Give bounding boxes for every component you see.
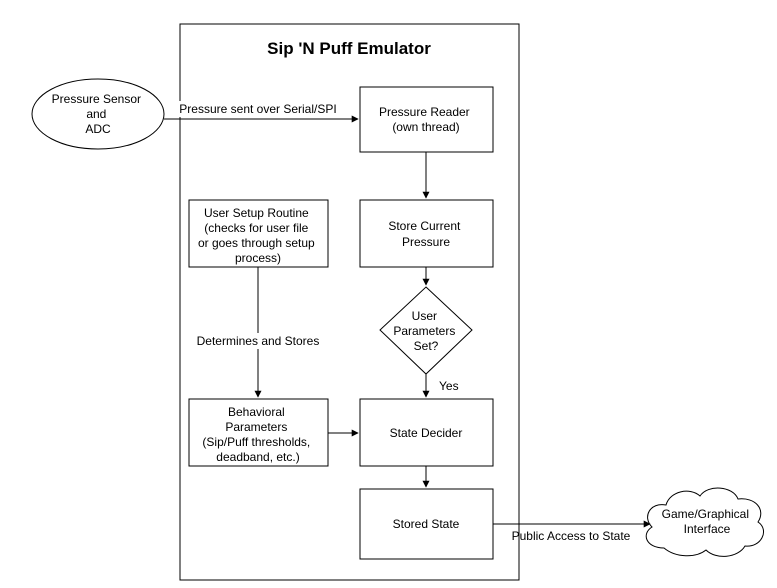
pressure-reader-node xyxy=(359,86,494,153)
store-current-pressure-label: Store Current Pressure xyxy=(388,219,463,249)
state-decider-node xyxy=(359,398,494,467)
edge-label-yes: Yes xyxy=(439,379,459,393)
diagram-title: Sip 'N Puff Emulator xyxy=(267,39,431,58)
stored-state-node xyxy=(359,488,494,560)
edge-label-public-access: Public Access to State xyxy=(512,529,631,543)
stored-state-label: Stored State xyxy=(393,517,460,531)
game-interface-label: Game/Graphical Interface xyxy=(662,507,753,536)
store-current-pressure-node xyxy=(359,199,494,268)
behavioral-parameters-node xyxy=(188,398,329,467)
determines-label-bg xyxy=(188,333,330,349)
pressure-sensor-label: Pressure Sensor and ADC xyxy=(52,92,145,136)
pressure-sensor-node xyxy=(31,78,165,150)
pressure-reader-label: Pressure Reader (own thread) xyxy=(379,105,473,134)
game-interface-node xyxy=(645,487,764,557)
serial-label-bg xyxy=(166,101,350,117)
user-setup-routine-node xyxy=(188,199,329,268)
state-decider-label: State Decider xyxy=(390,426,463,440)
user-setup-routine-label: User Setup Routine (checks for user file… xyxy=(198,206,318,265)
user-params-decision-label: User Parameters Set? xyxy=(393,309,458,353)
edge-label-serial: Pressure sent over Serial/SPI xyxy=(179,102,336,116)
behavioral-parameters-label: Behavioral Parameters (Sip/Puff threshol… xyxy=(202,405,313,464)
edge-label-determines: Determines and Stores xyxy=(197,334,320,348)
